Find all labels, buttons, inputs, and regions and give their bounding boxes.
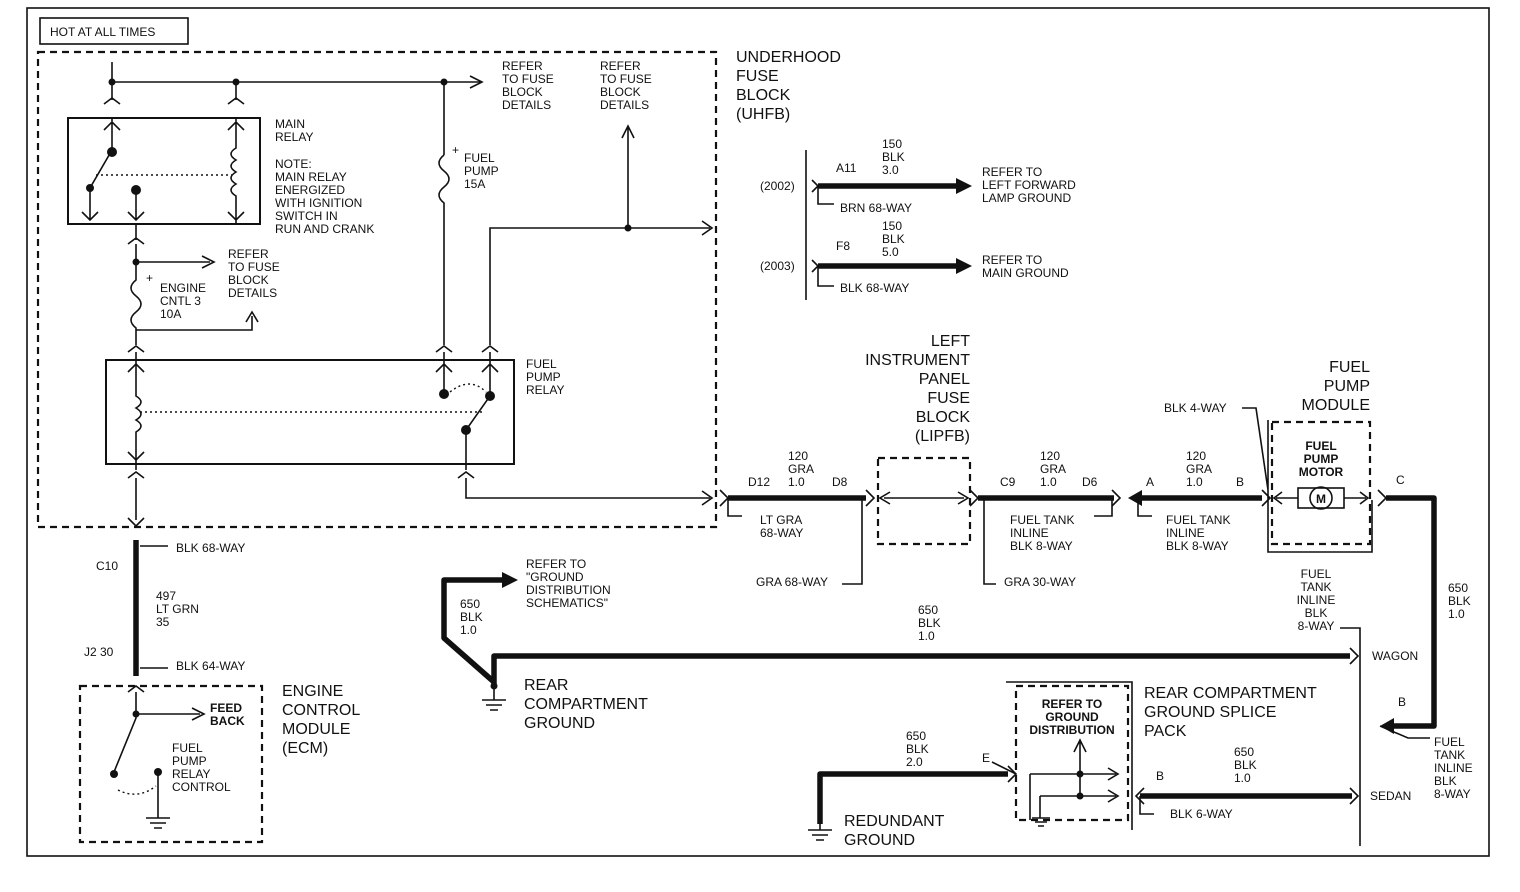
pin-f8: F8 bbox=[836, 239, 850, 253]
redundant-pin: E bbox=[982, 751, 990, 765]
lipfb-box bbox=[876, 456, 972, 546]
main-relay-switch bbox=[81, 118, 145, 222]
wire-120a-pin-right: D8 bbox=[832, 475, 848, 489]
uhfb-boundary bbox=[36, 50, 718, 529]
wagon-label: WAGON bbox=[1372, 649, 1418, 663]
fuel-pump-fuse bbox=[438, 154, 450, 345]
wire-120a-conn-low: GRA 68-WAY bbox=[756, 575, 828, 589]
redundant-ground-symbol bbox=[808, 824, 832, 841]
ecm-conn-bottom: BLK 64-WAY bbox=[176, 659, 245, 673]
module-out-pin: C bbox=[1396, 473, 1405, 487]
main-relay-box bbox=[67, 117, 261, 225]
ecm-pin-bottom: J2 30 bbox=[84, 645, 114, 659]
splice-pack-box bbox=[1014, 684, 1130, 822]
right-pin-b: B bbox=[1398, 695, 1406, 709]
fuel-pump-relay-switch bbox=[435, 352, 499, 470]
page-frame bbox=[26, 7, 1490, 857]
wire-650-rear-main bbox=[491, 653, 1350, 684]
pin-a11: A11 bbox=[836, 161, 857, 175]
wire-650-module-out bbox=[1386, 495, 1437, 729]
wire-120b-pin-left: C9 bbox=[1000, 475, 1016, 489]
main-relay-coil bbox=[227, 118, 245, 224]
conn-blk-68-2003: BLK 68-WAY bbox=[840, 281, 909, 295]
wire-120c-pin-left: A bbox=[1146, 475, 1154, 489]
ecm-box bbox=[78, 684, 264, 844]
wire-120a-pin-left: D12 bbox=[748, 475, 770, 489]
fp-motor-symbol: M bbox=[1316, 492, 1326, 506]
ecm-pin-top: C10 bbox=[96, 559, 118, 573]
fp-motor-body bbox=[1297, 487, 1345, 509]
svg-text:+: + bbox=[452, 143, 459, 157]
fp-motor-icon bbox=[1309, 486, 1333, 510]
wire-650-redundant bbox=[817, 771, 1008, 824]
sedan-label: SEDAN bbox=[1370, 789, 1411, 803]
hot-at-all-times-box bbox=[39, 17, 189, 45]
rear-ground-symbol bbox=[482, 686, 506, 711]
sedan-conn: BLK 6-WAY bbox=[1170, 807, 1233, 821]
fuel-pump-relay-box bbox=[105, 359, 515, 465]
hot-at-all-times-label: HOT AT ALL TIMES bbox=[50, 25, 155, 39]
engine-cntl-fuse bbox=[130, 262, 259, 345]
wire-120b-conn-low: GRA 30-WAY bbox=[1004, 575, 1076, 589]
wire-120b-pin-right: D6 bbox=[1082, 475, 1098, 489]
year-2002: (2002) bbox=[760, 179, 795, 193]
bus-arrow bbox=[469, 75, 484, 89]
ecm-conn-top: BLK 68-WAY bbox=[176, 541, 245, 555]
fuel-pump-relay-coil bbox=[134, 352, 142, 470]
refer-uhfb-line bbox=[621, 124, 635, 228]
fp-module-box bbox=[1270, 420, 1372, 546]
svg-text:+: + bbox=[146, 271, 153, 285]
year-2003: (2003) bbox=[760, 259, 795, 273]
fp-module-conn: BLK 4-WAY bbox=[1164, 401, 1227, 415]
wire-650-ground-dist bbox=[441, 577, 508, 685]
wire-120c-pin-right: B bbox=[1236, 475, 1244, 489]
sedan-pin: B bbox=[1156, 769, 1164, 783]
conn-brn-68: BRN 68-WAY bbox=[840, 201, 912, 215]
